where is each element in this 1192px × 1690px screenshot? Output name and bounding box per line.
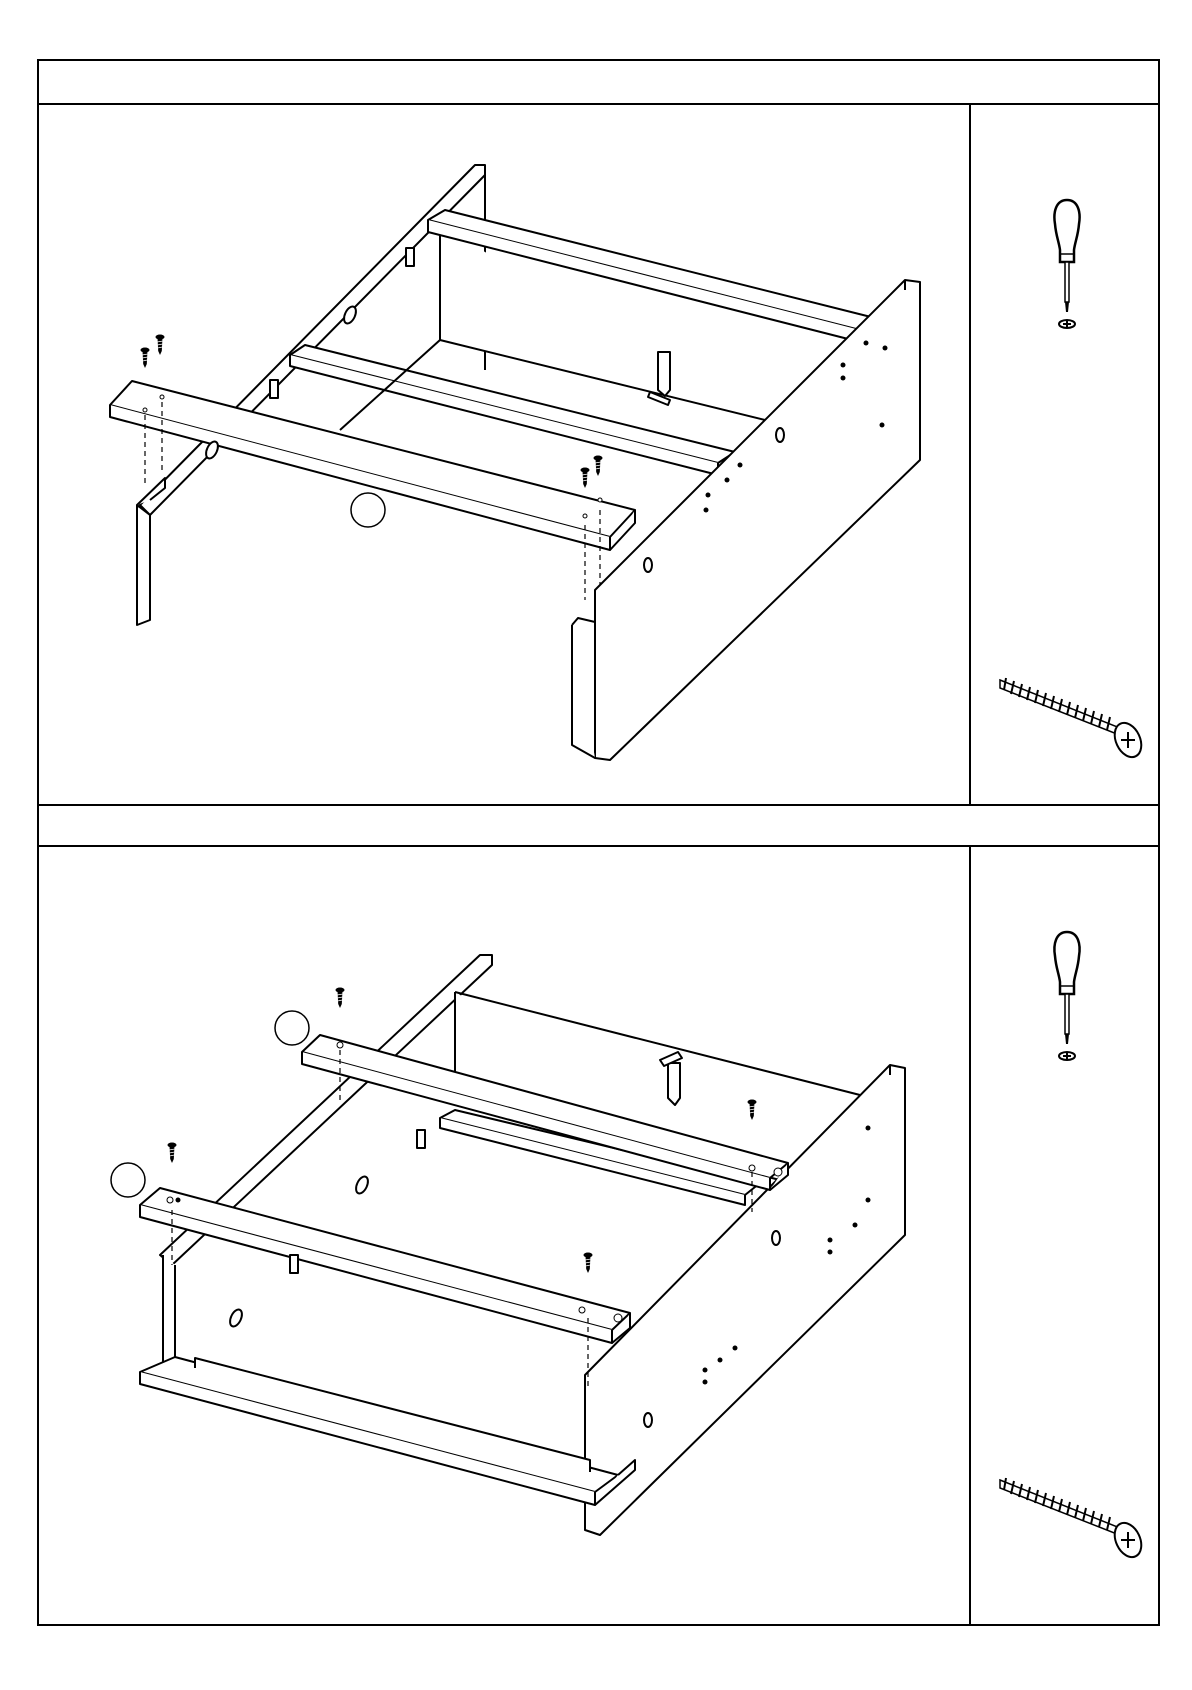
step-1-diagram — [110, 165, 920, 760]
screwdriver-icon — [1054, 932, 1079, 1060]
step-2-diagram — [140, 955, 905, 1535]
step-1-callout — [351, 493, 385, 527]
wood-screw-icon — [1000, 678, 1146, 761]
screwdriver-icon — [1054, 200, 1079, 328]
step-2-callout-upper — [275, 1011, 309, 1045]
step-2-callout-lower — [111, 1163, 145, 1197]
wood-screw-icon — [1000, 1478, 1146, 1561]
